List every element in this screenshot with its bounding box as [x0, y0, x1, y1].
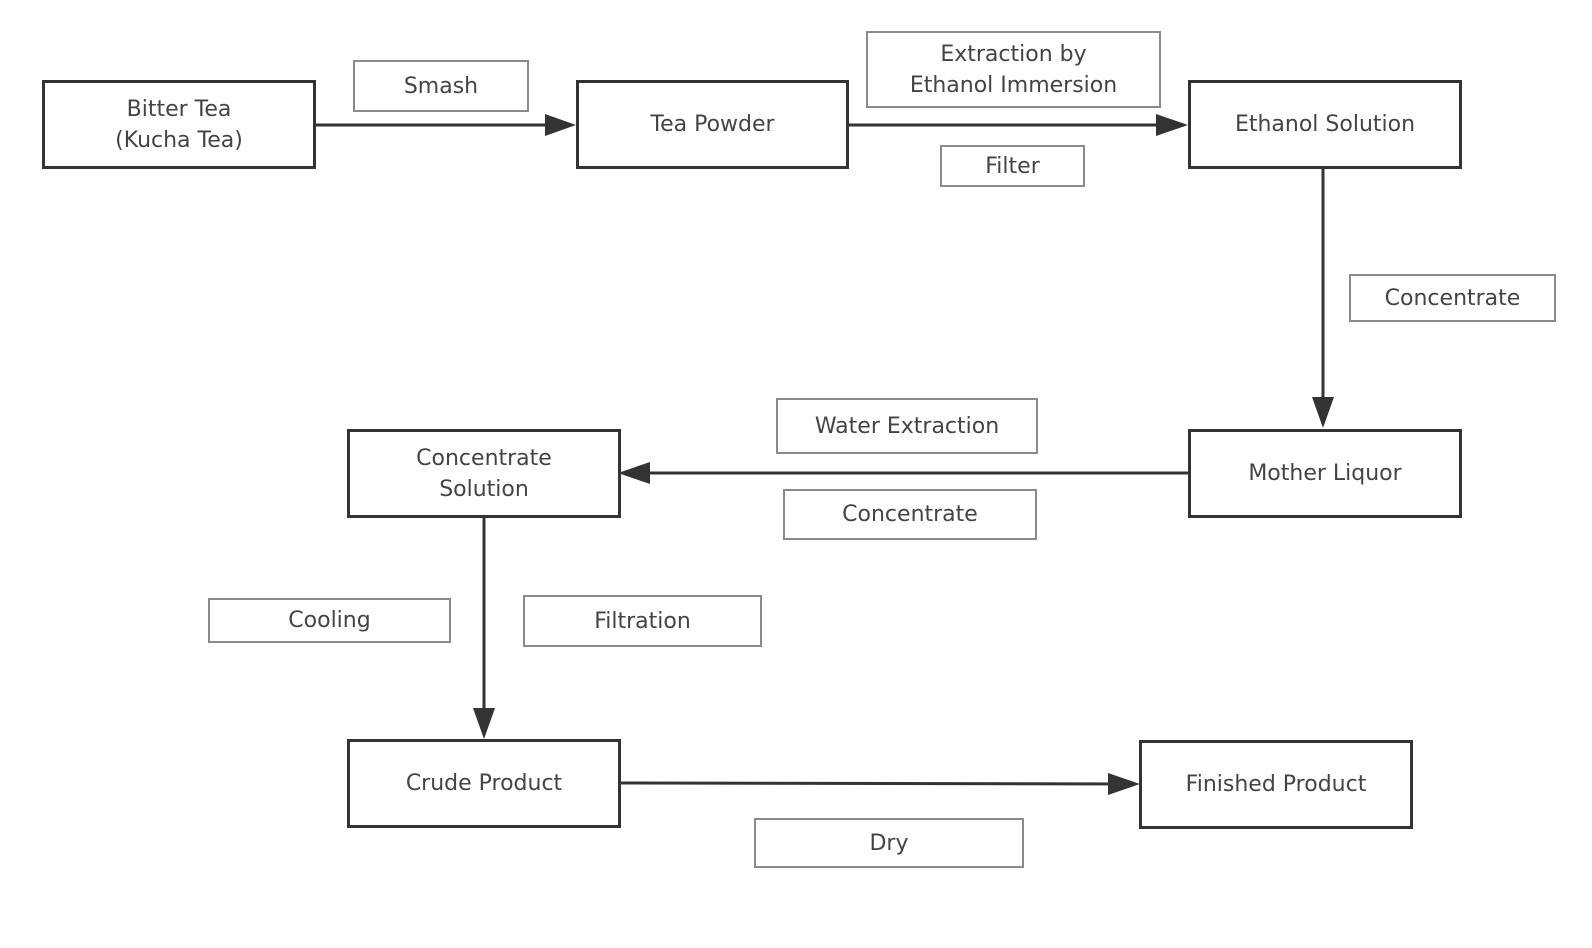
label-extraction: Extraction by Ethanol Immersion [866, 31, 1161, 108]
node-bitter-tea-label: Bitter Tea (Kucha Tea) [115, 96, 243, 153]
label-cooling-text: Cooling [288, 608, 371, 633]
arrowhead-ethanol-solution [1156, 114, 1188, 136]
label-concentrate-2: Concentrate [783, 489, 1037, 540]
node-mother-liquor: Mother Liquor [1188, 429, 1462, 518]
label-filter: Filter [940, 145, 1085, 187]
label-water-extraction: Water Extraction [776, 398, 1038, 454]
label-smash-text: Smash [403, 73, 479, 99]
arrowhead-concentrate-solution [618, 462, 650, 484]
node-crude-product-label: Crude Product [405, 771, 563, 796]
label-concentrate-1-text: Concentrate [1384, 285, 1521, 311]
label-dry-text: Dry [869, 830, 909, 856]
label-filter-text: Filter [985, 153, 1040, 179]
label-concentrate-2-text: Concentrate [842, 502, 978, 527]
node-ethanol-solution: Ethanol Solution [1188, 80, 1462, 169]
arrowhead-finished-product [1108, 773, 1140, 795]
label-filtration: Filtration [523, 595, 762, 647]
node-crude-product: Crude Product [347, 739, 621, 828]
label-concentrate-1: Concentrate [1349, 274, 1556, 322]
arrowhead-mother-liquor [1312, 397, 1334, 428]
node-concentrate-solution: Concentrate Solution [347, 429, 621, 518]
label-water-extraction-text: Water Extraction [814, 413, 1000, 439]
label-extraction-text: Extraction by Ethanol Immersion [909, 41, 1118, 98]
node-ethanol-solution-label: Ethanol Solution [1234, 112, 1416, 137]
label-cooling: Cooling [208, 598, 451, 643]
node-tea-powder-label: Tea Powder [650, 112, 775, 137]
arrow-crude-product-to-finished-product [620, 781, 1137, 786]
label-dry: Dry [754, 818, 1024, 868]
node-finished-product-label: Finished Product [1185, 772, 1367, 797]
label-smash: Smash [353, 60, 529, 112]
node-finished-product: Finished Product [1139, 740, 1413, 829]
arrowhead-crude-product [473, 708, 495, 739]
arrowhead-tea-powder [545, 114, 576, 136]
label-filtration-text: Filtration [594, 608, 691, 634]
node-tea-powder: Tea Powder [576, 80, 849, 169]
node-bitter-tea: Bitter Tea (Kucha Tea) [42, 80, 316, 169]
node-concentrate-solution-label: Concentrate Solution [416, 445, 552, 502]
node-mother-liquor-label: Mother Liquor [1248, 461, 1402, 486]
